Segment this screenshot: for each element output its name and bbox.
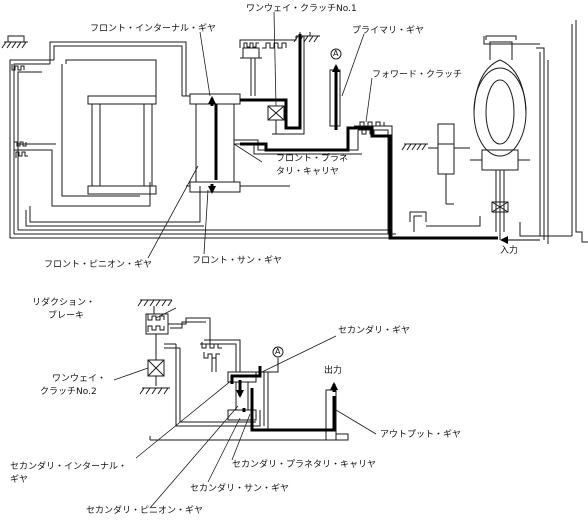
left-spline <box>11 64 28 158</box>
leader-lines <box>113 11 377 509</box>
one-way-clutch-2-symbol <box>139 334 180 395</box>
label-secondary-internal-gear-line1: セカンダリ・インターナル・ <box>10 462 128 472</box>
ground-symbol-top-right-clutch <box>239 32 320 49</box>
reduction-brake-symbol <box>145 313 218 345</box>
label-output-gear: アウトプット・ギヤ <box>380 430 462 440</box>
front-planetary-carrier-body <box>87 95 157 195</box>
torque-converter <box>470 35 530 240</box>
ground-symbol-reduction-brake <box>137 299 173 314</box>
casing-outline <box>9 41 400 239</box>
secondary-planetary-gearset <box>175 344 284 430</box>
label-primary-gear: プライマリ・ギヤ <box>352 26 425 36</box>
label-secondary-gear: セカンダリ・ギヤ <box>338 326 411 336</box>
label-input: 入力 <box>500 246 519 256</box>
housing-right <box>409 20 588 244</box>
secondary-clutch-pack <box>200 339 241 372</box>
ground-symbol-top-left <box>1 35 28 49</box>
label-secondary-sun-gear: セカンダリ・サン・ギヤ <box>190 484 290 494</box>
label-secondary-planetary-carrier: セカンダリ・プラネタリ・キャリヤ <box>232 460 377 470</box>
label-front-pinion-gear: フロント・ピニオン・ギヤ <box>44 260 153 270</box>
label-front-planetary-carrier-line2: タリ・キャリヤ <box>276 167 340 177</box>
marker-a-top: A <box>333 49 339 58</box>
marker-a-bottom: A <box>275 347 281 356</box>
power-flow-paths <box>208 34 498 432</box>
label-secondary-internal-gear-line2: ギヤ <box>10 475 29 485</box>
label-secondary-pinion-gear: セカンダリ・ピニオン・ギヤ <box>86 506 204 516</box>
label-output: 出力 <box>324 366 343 376</box>
label-reduction-brake-line2: ブレーキ <box>48 311 85 321</box>
label-one-way-clutch-1: ワンウェイ・クラッチNo.1 <box>246 4 357 14</box>
output-gear <box>149 389 349 441</box>
label-front-planetary-carrier-line1: フロント・プラネ <box>276 154 349 164</box>
label-one-way-clutch-2-line1: ワンウェイ・ <box>52 374 107 384</box>
stator-block <box>401 123 470 205</box>
ground-symbol-clutch1 <box>240 42 262 96</box>
label-reduction-brake-line1: リダクション・ <box>32 298 96 308</box>
label-one-way-clutch-2-line2: クラッチNo.2 <box>40 387 97 397</box>
one-way-clutch-1-symbol <box>267 36 305 135</box>
input-arrow <box>500 236 540 244</box>
forward-clutch-symbol <box>354 121 393 238</box>
label-front-sun-gear: フロント・サン・ギヤ <box>192 256 283 266</box>
label-front-internal-gear: フロント・インターナル・ギヤ <box>90 24 217 34</box>
left-gear-loop <box>14 59 204 227</box>
label-forward-clutch: フォワード・クラッチ <box>372 70 463 80</box>
